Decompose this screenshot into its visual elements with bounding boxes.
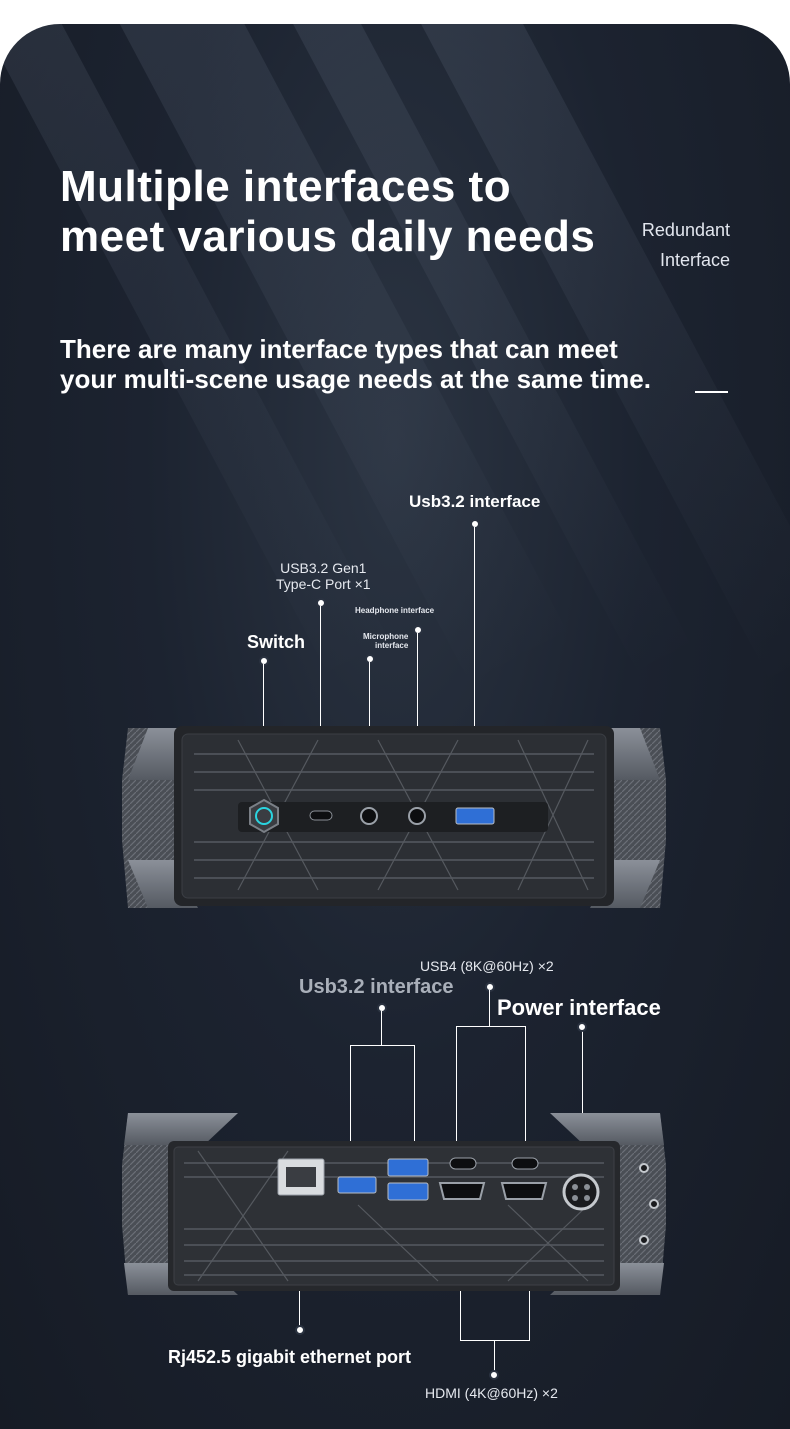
subtitle-line-2: your multi-scene usage needs at the same… [60, 364, 651, 394]
usb4-label: USB4 (8K@60Hz) ×2 [420, 958, 554, 974]
callout-line-usb32-a [350, 1045, 351, 1148]
callout-dot [577, 1022, 587, 1032]
callout-line-usb4-a [456, 1026, 457, 1156]
title-line-1: Multiple interfaces to [60, 162, 512, 211]
callout-line-power [582, 1026, 583, 1152]
subtitle-line-1: There are many interface types that can … [60, 334, 618, 364]
front-typec-label: USB3.2 Gen1 Type-C Port ×1 [276, 560, 371, 592]
callout-dot [413, 625, 423, 635]
microphone-label: Microphone interface [363, 632, 408, 650]
callout-bracket-hdmi [460, 1340, 530, 1341]
typec-label-line-2: Type-C Port ×1 [276, 576, 371, 592]
rear-panel-device [122, 1113, 666, 1295]
callout-line-usb32-rear [381, 1011, 382, 1045]
callout-dot [377, 1003, 387, 1013]
side-caption: Redundant Interface [642, 215, 730, 275]
front-usb32-label: Usb3.2 interface [409, 492, 541, 511]
callout-line-usb32 [474, 527, 475, 790]
callout-dot [295, 1325, 305, 1335]
callout-line-usb32-b [414, 1045, 415, 1148]
callout-dot [259, 656, 269, 666]
headphone-label: Headphone interface [355, 606, 435, 615]
power-interface-label: Power interface [497, 995, 661, 1020]
typec-label-line-1: USB3.2 Gen1 [280, 560, 367, 576]
switch-label: Switch [247, 632, 306, 652]
callout-line-usb4-b [525, 1026, 526, 1156]
subtitle: There are many interface types that can … [60, 334, 651, 394]
front-panel-device [122, 726, 666, 908]
callout-line-typec [320, 606, 321, 790]
callout-bracket-usb32 [350, 1045, 415, 1046]
side-caption-line-2: Interface [659, 250, 730, 270]
callout-line-headphone [417, 633, 418, 790]
rj45-label: Rj452.5 gigabit ethernet port [168, 1347, 412, 1367]
callout-dot [489, 1370, 499, 1380]
power-button [249, 798, 279, 834]
callout-bracket-usb4 [456, 1026, 526, 1027]
callout-dot [485, 982, 495, 992]
side-caption-line-1: Redundant [641, 220, 730, 240]
rear-usb32-label: Usb3.2 interface [299, 976, 454, 998]
hdmi-label: HDMI (4K@60Hz) ×2 [425, 1385, 558, 1401]
page-title: Multiple interfaces to meet various dail… [60, 162, 595, 262]
decorative-underline [695, 391, 728, 393]
callout-dot [470, 519, 480, 529]
callout-dot [365, 654, 375, 664]
callout-line-usb4 [489, 990, 490, 1026]
title-line-2: meet various daily needs [60, 212, 596, 261]
microphone-label-line-1: Microphone [363, 632, 409, 641]
microphone-label-line-2: interface [374, 641, 409, 650]
callout-dot [316, 598, 326, 608]
callout-line-hdmi [494, 1340, 495, 1372]
